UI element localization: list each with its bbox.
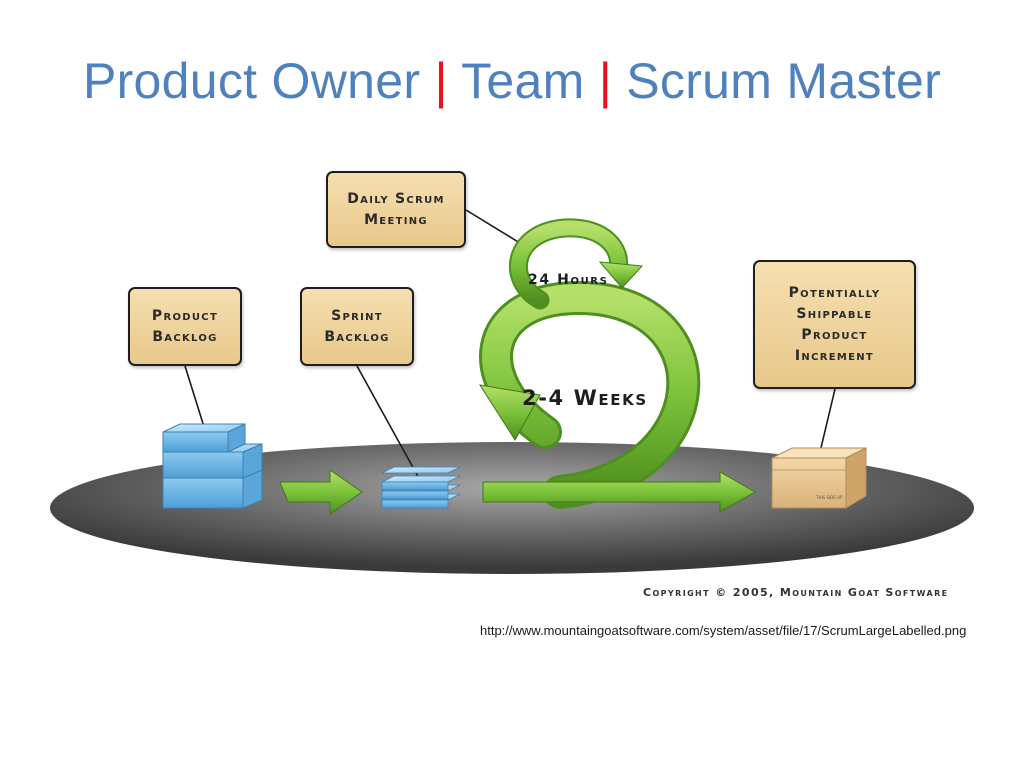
sprint-backlog-pointer <box>356 365 422 483</box>
title-scrum-master: Scrum Master <box>626 53 942 109</box>
stage-platform <box>50 442 974 574</box>
page-title: Product Owner | Team | Scrum Master <box>0 52 1024 110</box>
cycle-24-hours-label: 24 Hours <box>528 272 608 288</box>
title-separator: | <box>598 53 613 109</box>
product-backlog-icon <box>162 423 263 509</box>
daily-cycle-arrow <box>508 218 644 310</box>
copyright-notice: Copyright © 2005, Mountain Goat Software <box>643 586 949 599</box>
box-stamp-text: THIS SIDE UP <box>815 495 843 500</box>
sprint-backlog-label: Sprint Backlog <box>300 287 414 366</box>
cycle-2-4-weeks-label: 2-4 Weeks <box>522 386 648 410</box>
product-backlog-pointer <box>184 365 206 431</box>
sprint-cycle-arrow <box>478 280 757 513</box>
title-separator: | <box>434 53 448 109</box>
increment-pointer <box>819 388 836 453</box>
title-product-owner: Product Owner <box>82 53 421 109</box>
sprint-backlog-icon <box>381 466 461 509</box>
shippable-increment-label: Potentially Shippable Product Increment <box>753 260 916 389</box>
flow-arrow-small <box>279 469 363 515</box>
source-url[interactable]: http://www.mountaingoatsoftware.com/syst… <box>480 623 967 638</box>
daily-scrum-label: Daily Scrum Meeting <box>326 171 466 248</box>
shipping-box-icon: THIS SIDE UP <box>771 447 867 509</box>
product-backlog-label: Product Backlog <box>128 287 242 366</box>
title-team: Team <box>461 53 585 109</box>
